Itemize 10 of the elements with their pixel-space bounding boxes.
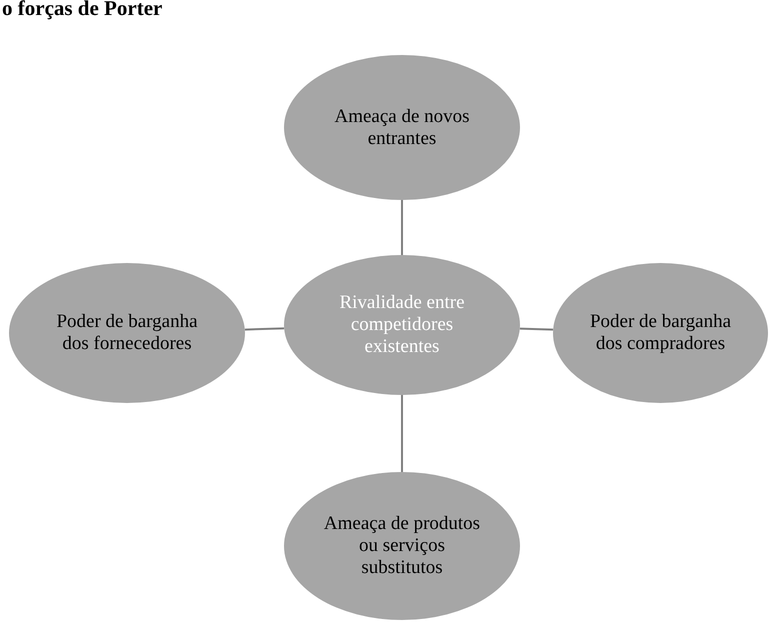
node-label: Ameaça de produtos ou serviços substitutos xyxy=(322,513,482,579)
node-label: Rivalidade entre competidores existentes xyxy=(338,292,466,358)
connector-line xyxy=(520,328,554,331)
node-label: Poder de barganha dos compradores xyxy=(588,311,732,355)
connector-line xyxy=(401,395,403,472)
connector-line xyxy=(401,200,403,255)
connector-line xyxy=(244,327,284,331)
node-label: Ameaça de novos entrantes xyxy=(333,106,471,150)
diagram-title: o forças de Porter xyxy=(2,0,162,21)
node-label: Poder de barganha dos fornecedores xyxy=(55,311,199,355)
